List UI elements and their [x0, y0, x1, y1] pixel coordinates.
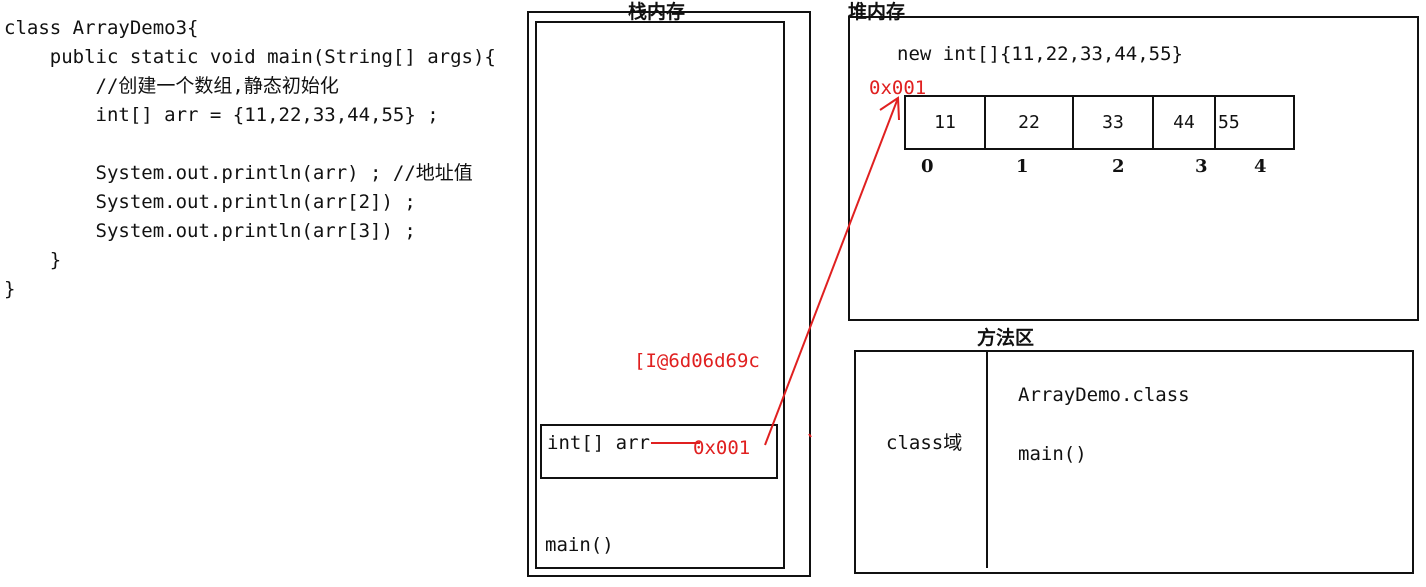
array-index: 3 [1195, 156, 1208, 177]
array-cell: 11 [934, 112, 956, 133]
heap-new-expression: new int[]{11,22,33,44,55} [897, 43, 1183, 65]
array-index: 2 [1112, 156, 1125, 177]
reference-arrow [764, 97, 899, 446]
method-area [854, 350, 1414, 574]
array-index: 4 [1254, 156, 1267, 177]
stack-method-label: main() [545, 534, 614, 556]
code-line: System.out.println(arr[2]) ; [4, 191, 416, 213]
heap-memory-title: 堆内存 [848, 1, 906, 23]
printed-address-value: [I@6d06d69c [634, 350, 760, 372]
heap-address: 0x001 [869, 77, 927, 99]
code-line: System.out.println(arr[3]) ; [4, 220, 416, 242]
method-area-main: main() [1018, 443, 1087, 465]
heap-array: 11 22 33 44 55 [904, 95, 1295, 150]
code-line: //创建一个数组,静态初始化 [4, 75, 339, 97]
stack-memory-outer [527, 11, 811, 577]
reference-arrowhead [879, 96, 900, 121]
stack-var-value: 0x001 [693, 437, 751, 459]
method-area-title: 方法区 [977, 327, 1035, 349]
code-line: System.out.println(arr) ; //地址值 [4, 162, 473, 184]
stack-frame-var-box [540, 424, 778, 479]
array-cell: 33 [1072, 97, 1152, 148]
stray-mark [808, 433, 812, 438]
array-cell: 44 [1152, 97, 1214, 148]
class-domain-label: class域 [886, 432, 963, 454]
stack-var-label: int[] arr [547, 432, 650, 454]
heap-memory [848, 16, 1419, 321]
code-line: int[] arr = {11,22,33,44,55} ; [4, 104, 439, 126]
stack-memory-inner [535, 21, 785, 569]
code-line: class ArrayDemo3{ [4, 17, 199, 39]
array-cell: 22 [984, 97, 1072, 148]
code-line: public static void main(String[] args){ [4, 46, 496, 68]
stack-memory-title: 栈内存 [628, 1, 686, 23]
class-file-label: ArrayDemo.class [1018, 384, 1190, 406]
method-area-divider [986, 352, 988, 568]
code-line: } [4, 249, 62, 271]
array-index: 0 [921, 156, 934, 177]
code-line: } [4, 278, 16, 300]
array-cell: 55 [1214, 97, 1293, 148]
array-index: 1 [1016, 156, 1029, 177]
